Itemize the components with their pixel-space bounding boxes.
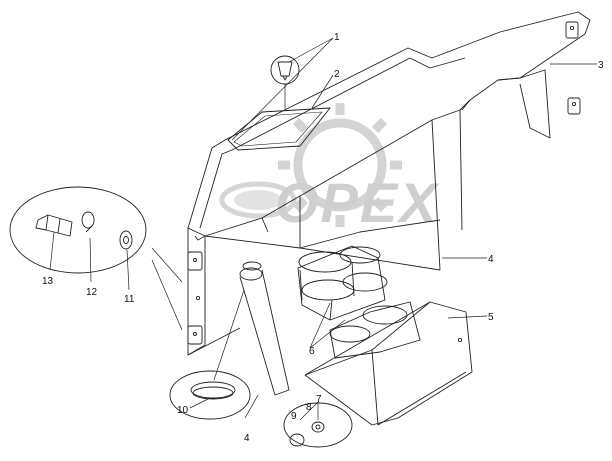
inset-leader-lines [49, 231, 130, 291]
air-box [304, 301, 473, 426]
leader-lines [151, 37, 597, 421]
callout-6: 6 [309, 346, 315, 357]
housing-front-face [187, 217, 301, 356]
callout-7: 7 [316, 394, 322, 405]
housing-rear-fold [497, 69, 551, 139]
callout-13: 13 [42, 276, 54, 287]
air-duct-pipe [239, 261, 290, 396]
housing-side-face [299, 109, 463, 271]
callout-3: 3 [598, 60, 604, 71]
callout-8: 8 [306, 402, 312, 413]
bracket-hole [571, 101, 577, 107]
callout-4b: 4 [244, 433, 250, 444]
watermark-ring-icon [219, 181, 297, 219]
hardware-inset [9, 186, 147, 274]
callout-2: 2 [334, 69, 340, 80]
bracket-plate-lower [567, 97, 581, 115]
bolt-part-8 [311, 421, 325, 433]
housing-upper-panel [187, 11, 591, 237]
bolt-icon [35, 214, 73, 237]
side-bracket-hole [193, 258, 197, 262]
callout-4a: 4 [488, 254, 494, 265]
watermark: OPEX [219, 103, 440, 234]
callout-5: 5 [488, 312, 494, 323]
watermark-gear-icon [278, 103, 402, 227]
side-bracket-upper [187, 251, 203, 271]
rubber-bellows [297, 245, 388, 321]
air-grille [227, 107, 331, 151]
callout-12: 12 [86, 287, 98, 298]
rubber-bellows-lower [329, 301, 421, 359]
side-bracket-hole [193, 332, 197, 336]
callout-9: 9 [291, 411, 297, 422]
callout-11: 11 [124, 294, 135, 305]
bracket-plate-upper [565, 21, 579, 39]
callout-labels: 1 2 3 4 4 5 6 7 8 9 10 11 12 13 [42, 32, 604, 444]
flat-washer-icon [119, 230, 133, 250]
callout-1: 1 [334, 32, 340, 43]
washer-part-9 [289, 433, 305, 447]
side-bracket-lower [187, 325, 203, 345]
lock-washer-icon [81, 211, 95, 233]
callout-10: 10 [177, 405, 189, 416]
bracket-hole [569, 25, 575, 31]
ring-inset [169, 370, 251, 420]
watermark-text: OPEX [275, 171, 440, 234]
retaining-clip [270, 55, 300, 85]
housing-panel-inner-edge [194, 57, 471, 241]
side-hole [195, 295, 201, 301]
